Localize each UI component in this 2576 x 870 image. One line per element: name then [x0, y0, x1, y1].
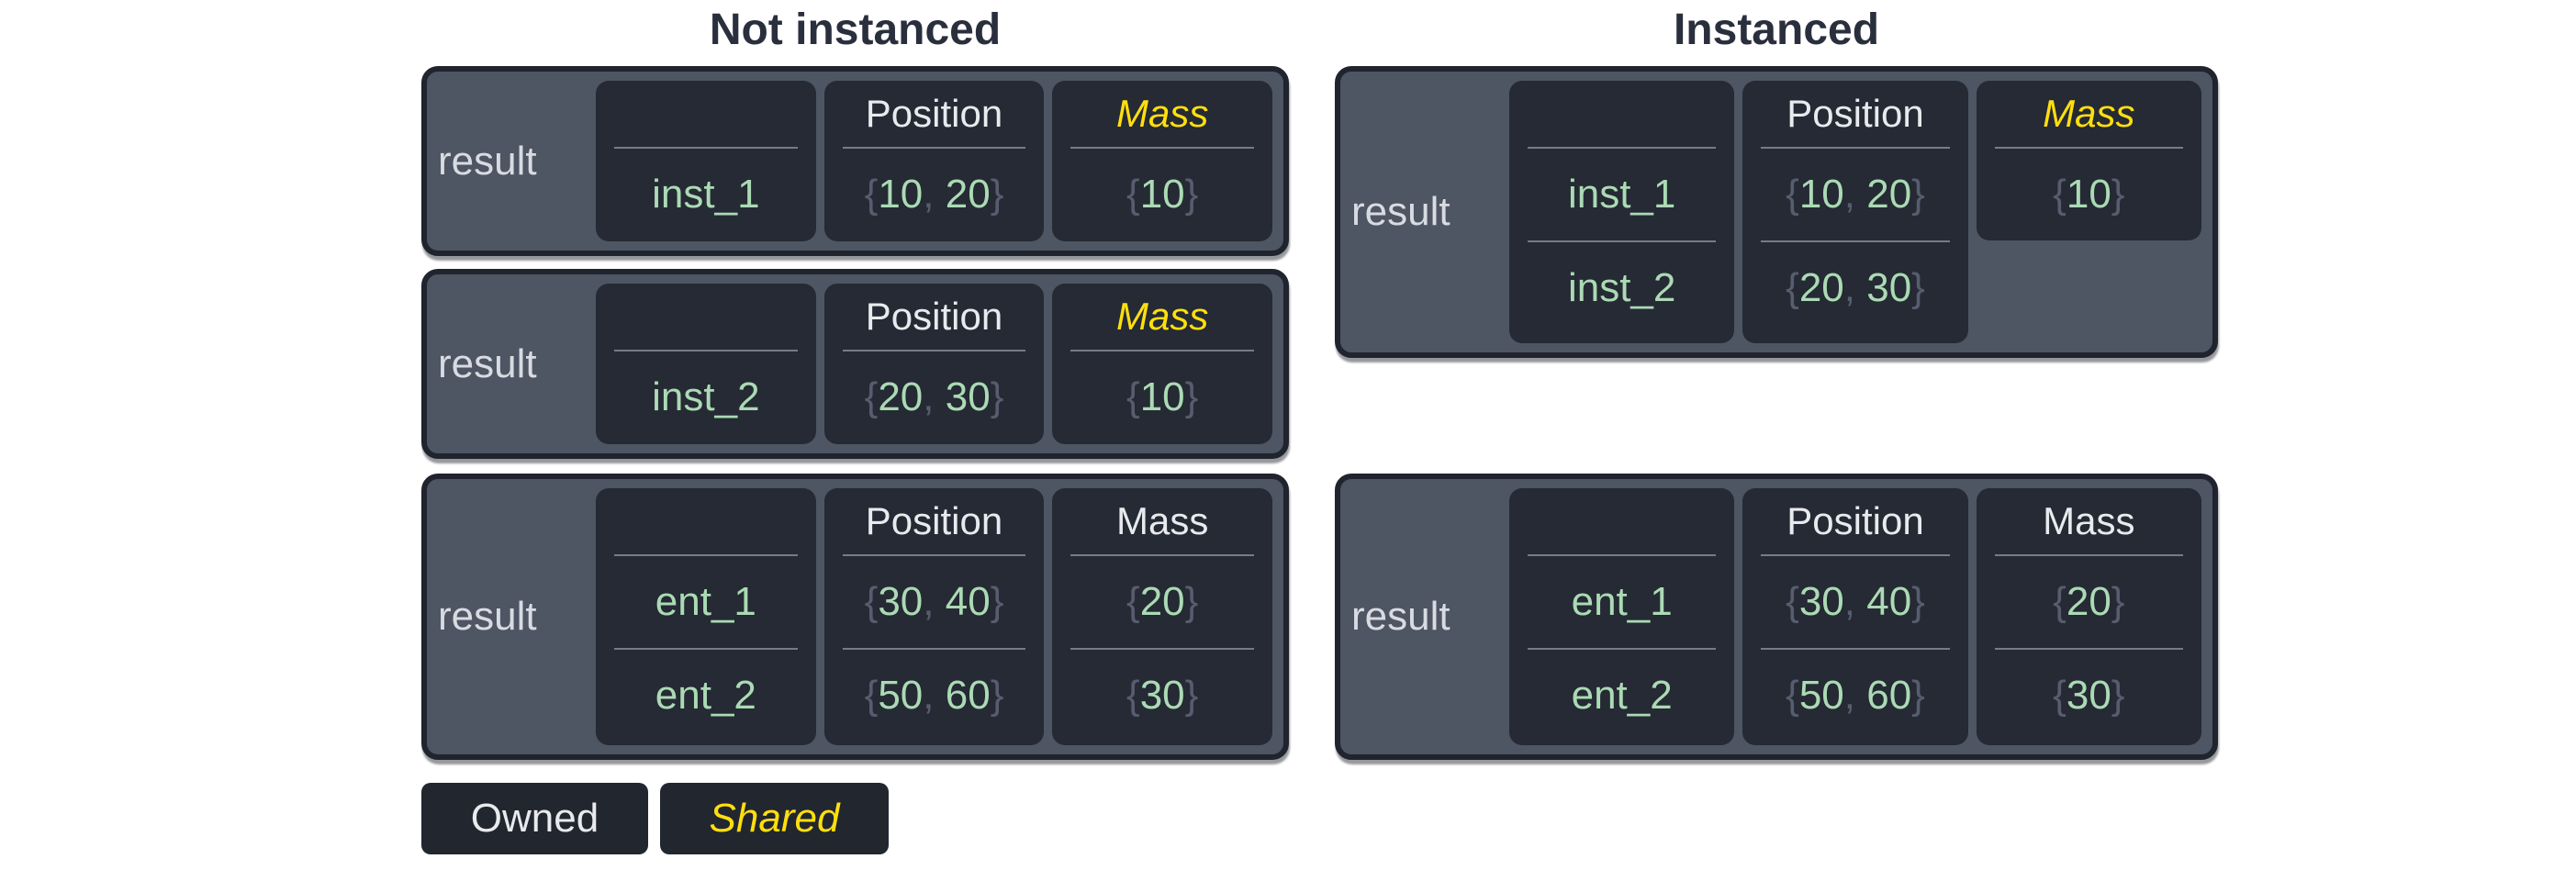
result-label: result	[1351, 594, 1450, 639]
position-value: {10, 20}	[864, 172, 1004, 217]
divider	[1070, 147, 1255, 149]
divider	[1761, 648, 1950, 650]
mass-value: {30}	[2053, 673, 2125, 718]
column-title-instanced: Instanced	[1673, 6, 1880, 54]
legend-owned: Owned	[421, 783, 648, 854]
position-value: {10, 20}	[1786, 172, 1925, 217]
entity-name: ent_1	[1571, 579, 1673, 624]
entity-name-cell: inst_1	[596, 81, 816, 241]
mass-cell: Mass {20} {30}	[1052, 488, 1273, 745]
mass-value: {10}	[1126, 374, 1199, 419]
mass-header-shared: Mass	[2043, 92, 2135, 135]
divider	[1761, 554, 1950, 556]
mass-header-owned: Mass	[1116, 499, 1209, 542]
column-title-not-instanced: Not instanced	[709, 6, 1002, 54]
entity-name-header-blank	[1509, 81, 1734, 147]
entity-name-cell: ent_1 ent_2	[596, 488, 816, 745]
divider	[1070, 350, 1255, 351]
entity-name: inst_1	[1567, 172, 1676, 217]
position-value: {50, 60}	[864, 673, 1004, 718]
divider	[614, 350, 798, 351]
divider	[1761, 240, 1950, 242]
divider	[1994, 648, 2183, 650]
position-value: {30, 40}	[864, 579, 1004, 624]
mass-cell: Mass {20} {30}	[1976, 488, 2201, 745]
cells-container: inst_1 inst_2 Position {10, 20} {20, 30}…	[1509, 81, 2201, 343]
divider	[842, 147, 1026, 149]
entity-name: inst_2	[652, 374, 760, 419]
divider	[1070, 554, 1255, 556]
position-cell: Position {20, 30}	[823, 284, 1045, 444]
mass-cell: Mass {10}	[1052, 284, 1273, 444]
entity-name-header-blank	[596, 284, 816, 350]
entity-name-cell: inst_1 inst_2	[1509, 81, 1735, 343]
position-header: Position	[865, 92, 1003, 135]
divider	[1761, 147, 1950, 149]
position-cell: Position {30, 40} {50, 60}	[1742, 488, 1968, 745]
mass-cell-shared-single: Mass {10}	[1976, 81, 2201, 240]
divider	[842, 350, 1026, 351]
divider	[1528, 147, 1717, 149]
position-cell: Position {10, 20}	[823, 81, 1045, 241]
mass-value: {20}	[2053, 579, 2125, 624]
position-value: {30, 40}	[1786, 579, 1925, 624]
result-label: result	[438, 138, 537, 184]
result-box-not-instanced-inst2: result inst_2 Position {20, 30} Mass {10…	[421, 269, 1289, 459]
divider	[614, 147, 798, 149]
result-box-not-instanced-inst1: result inst_1 Position {10, 20} Mass {10…	[421, 66, 1289, 256]
result-box-not-instanced-ents: result ent_1 ent_2 Position {30, 40} {50…	[421, 474, 1289, 760]
divider	[1994, 147, 2183, 149]
mass-header-owned: Mass	[2043, 499, 2135, 542]
entity-name-header-blank	[596, 488, 816, 554]
position-header: Position	[1786, 499, 1924, 542]
divider	[842, 648, 1026, 650]
mass-cell: Mass {10}	[1052, 81, 1273, 241]
result-box-instanced-insts: result inst_1 inst_2 Position {10, 20} {…	[1335, 66, 2218, 358]
result-label: result	[1351, 189, 1450, 234]
entity-name: ent_1	[655, 579, 756, 624]
position-cell: Position {10, 20} {20, 30}	[1742, 81, 1968, 343]
entity-name: inst_1	[652, 172, 760, 217]
divider	[842, 554, 1026, 556]
entity-name-header-blank	[596, 81, 816, 147]
result-box-instanced-ents: result ent_1 ent_2 Position {30, 40} {50…	[1335, 474, 2218, 760]
divider	[1070, 648, 1255, 650]
position-cell: Position {30, 40} {50, 60}	[823, 488, 1045, 745]
mass-value: {10}	[2053, 172, 2125, 217]
divider	[1994, 554, 2183, 556]
position-value: {20, 30}	[1786, 265, 1925, 310]
mass-cell-wrap: Mass {10}	[1976, 81, 2201, 343]
mass-header-shared: Mass	[1116, 295, 1209, 338]
entity-name: ent_2	[1571, 673, 1673, 718]
divider	[1528, 240, 1717, 242]
entity-name-cell: ent_1 ent_2	[1509, 488, 1735, 745]
cells-container: inst_1 Position {10, 20} Mass {10}	[596, 81, 1273, 241]
divider	[1528, 554, 1717, 556]
mass-value: {30}	[1126, 673, 1199, 718]
entity-name-cell: inst_2	[596, 284, 816, 444]
position-header: Position	[865, 499, 1003, 542]
divider	[614, 648, 798, 650]
legend-shared: Shared	[660, 783, 889, 854]
cells-container: ent_1 ent_2 Position {30, 40} {50, 60} M…	[1509, 488, 2201, 745]
mass-header-shared: Mass	[1116, 92, 1209, 135]
result-label: result	[438, 340, 537, 386]
divider	[614, 554, 798, 556]
cells-container: inst_2 Position {20, 30} Mass {10}	[596, 284, 1273, 444]
entity-name-header-blank	[1509, 488, 1734, 554]
position-header: Position	[865, 295, 1003, 338]
cells-container: ent_1 ent_2 Position {30, 40} {50, 60} M…	[596, 488, 1273, 745]
result-label: result	[438, 594, 537, 639]
position-value: {20, 30}	[864, 374, 1004, 419]
position-value: {50, 60}	[1786, 673, 1925, 718]
mass-value: {20}	[1126, 579, 1199, 624]
divider	[1528, 648, 1717, 650]
position-header: Position	[1786, 92, 1924, 135]
entity-name: ent_2	[655, 673, 756, 718]
mass-value: {10}	[1126, 172, 1199, 217]
entity-name: inst_2	[1567, 265, 1676, 310]
